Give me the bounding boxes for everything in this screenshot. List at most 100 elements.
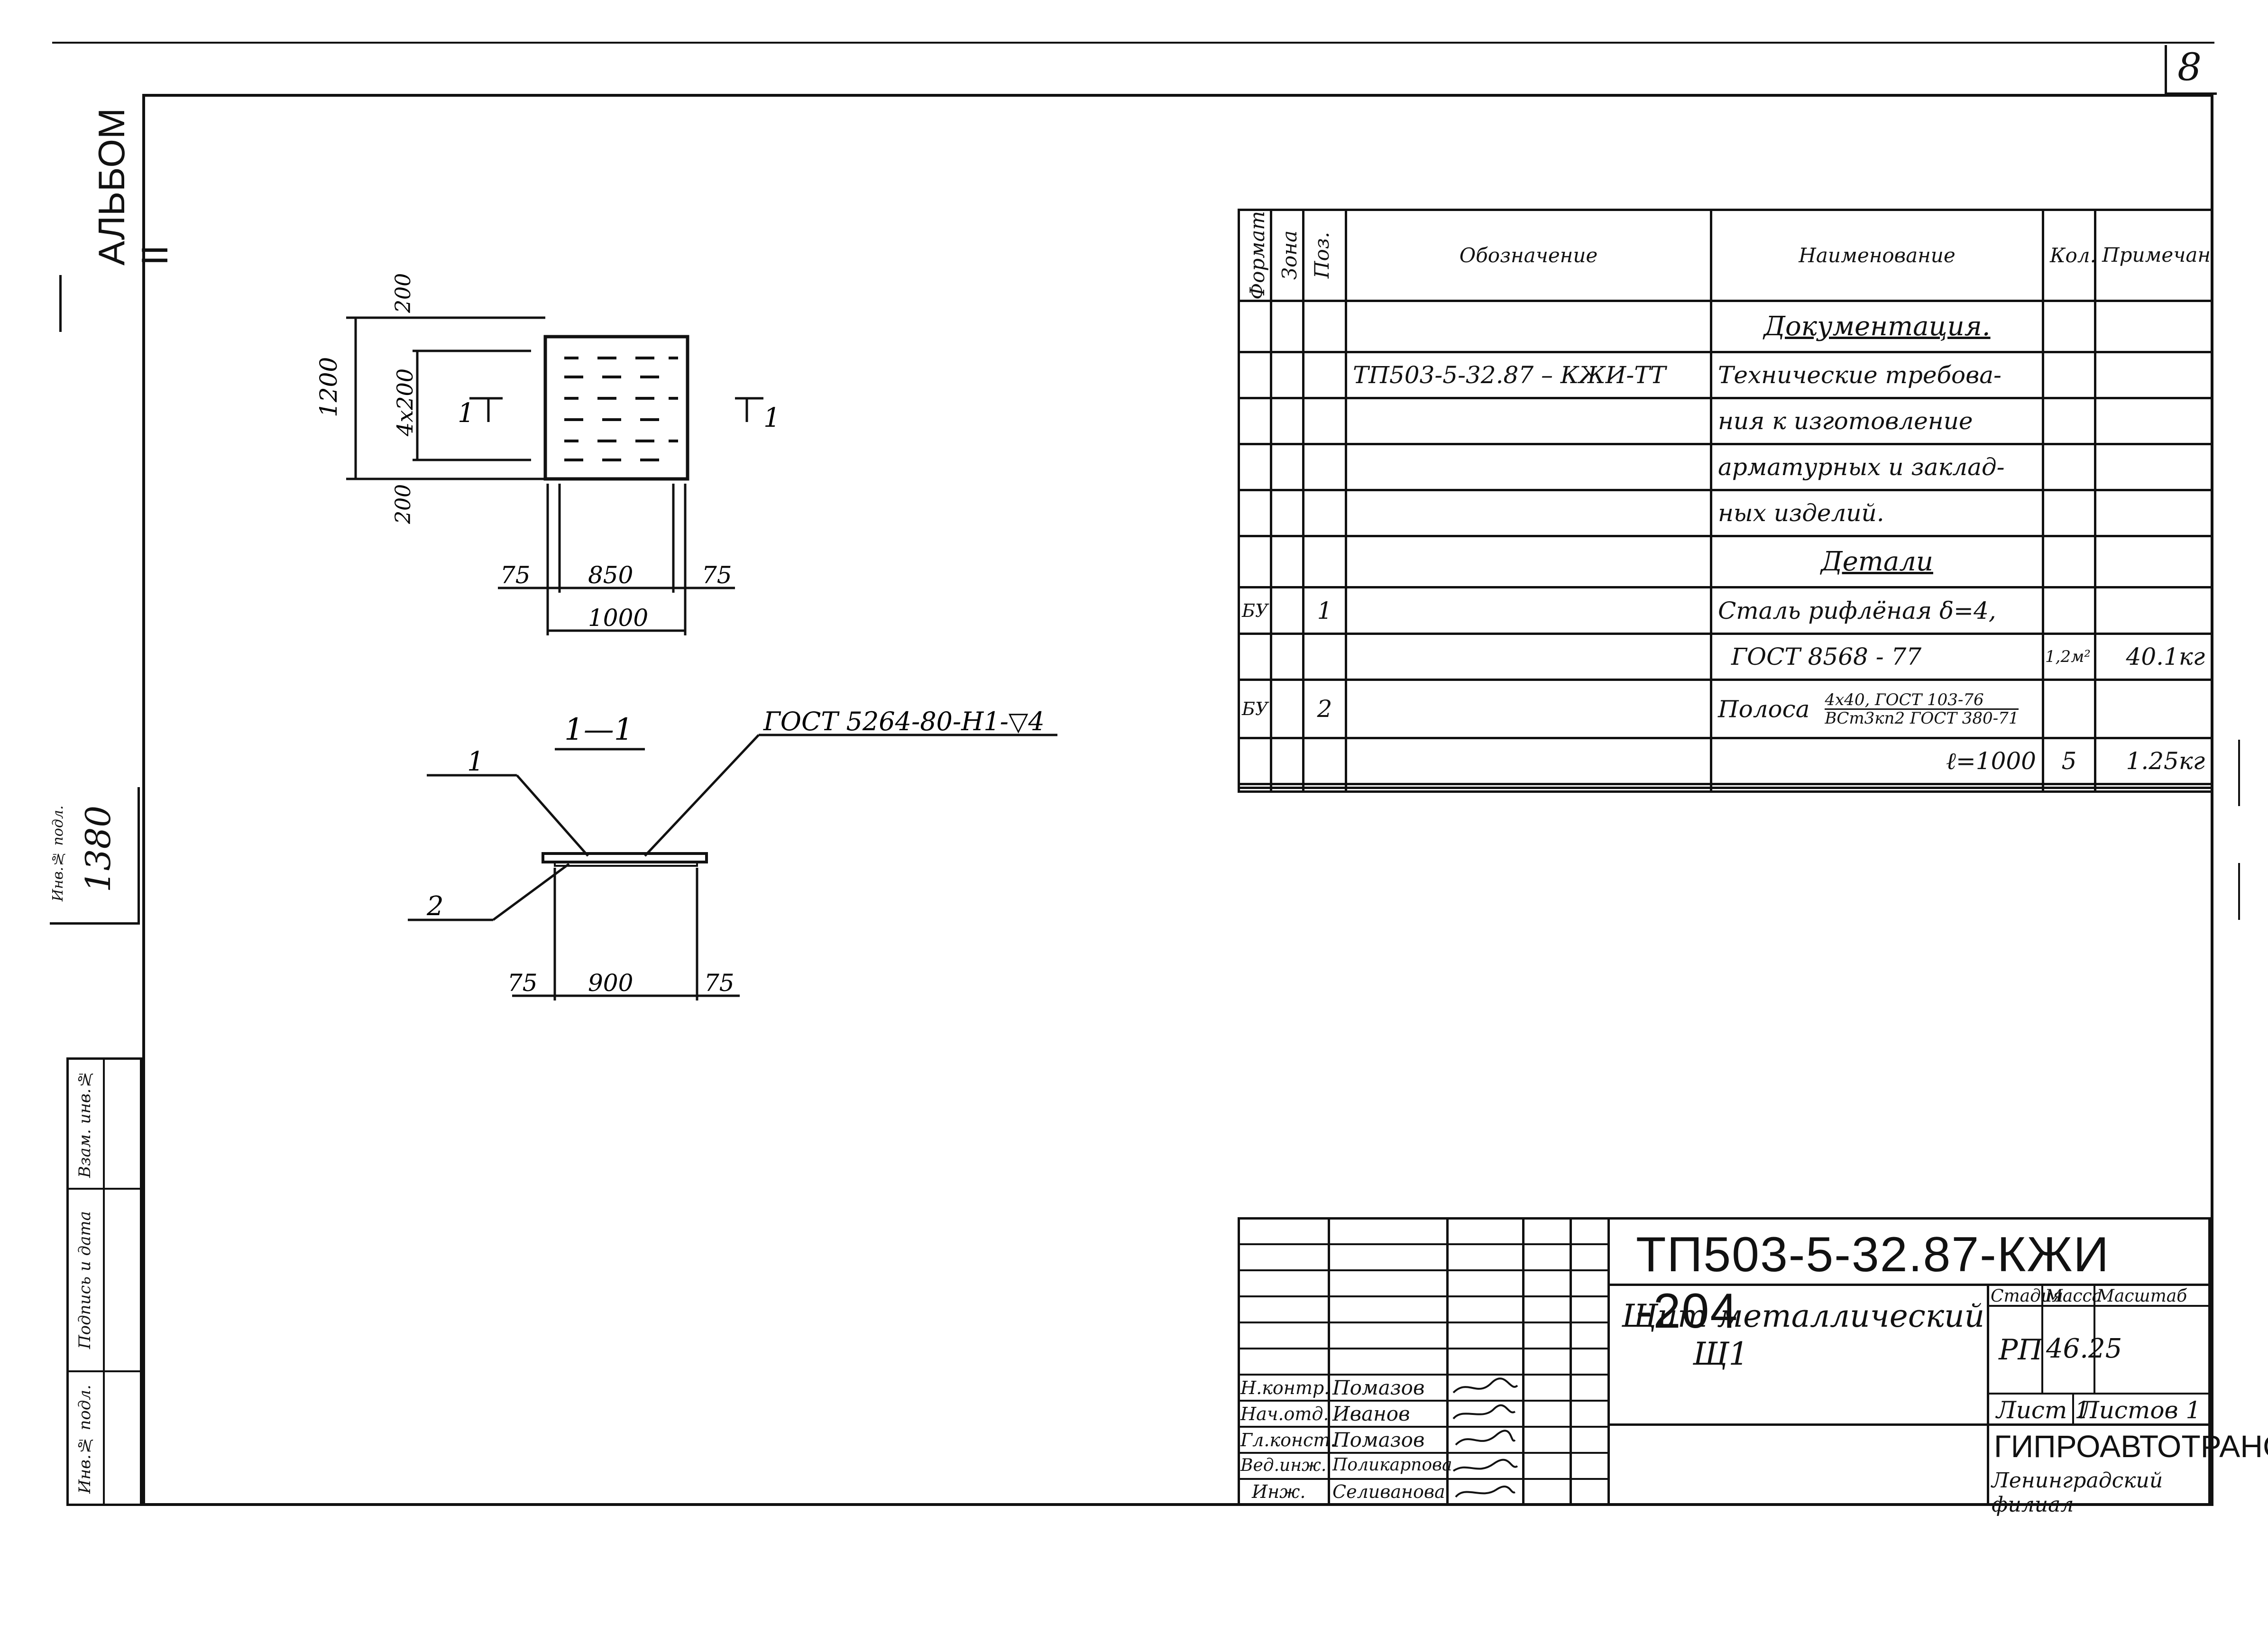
- item2-name-cell: Полоса 4х40, ГОСТ 103-76 ВСт3кп2 ГОСТ 38…: [1710, 678, 2044, 740]
- specification-table: Формат Зона Поз. Обозначение Наименовани…: [1238, 209, 2213, 793]
- title-block-outer: [1238, 1217, 2211, 1506]
- dim-width-mid: 850: [588, 561, 633, 589]
- stage-value: РП: [1999, 1333, 2043, 1367]
- table-row: Документация.: [1238, 299, 2213, 353]
- header-format: Формат: [1238, 209, 1272, 302]
- role-1: Н.контр.: [1240, 1377, 1330, 1398]
- stamp-col-line: [103, 1060, 105, 1504]
- section-mark-right: 1: [763, 403, 780, 433]
- dim-width-right: 75: [702, 561, 732, 589]
- inventory-label-bottom: Инв.№ подл.: [75, 1385, 94, 1494]
- spec-header-row: Формат Зона Поз. Обозначение Наименовани…: [1238, 209, 2213, 302]
- doc-name-line2: ния к изготовление: [1710, 396, 2044, 446]
- item2-qty: 5: [2042, 737, 2096, 786]
- bottom-margin-stamp: Взам. инв.№ Подпись и дата Инв.№ подл.: [66, 1057, 142, 1506]
- section-dim-right: 75: [704, 969, 735, 997]
- item1-mass: 40.1кг: [2094, 632, 2213, 681]
- item2-name: Полоса: [1718, 695, 1810, 723]
- name-5: Селиванова: [1332, 1481, 1445, 1502]
- item2-profile: 4х40, ГОСТ 103-76: [1825, 691, 2019, 710]
- drawing-frame: [142, 94, 2213, 1506]
- strip-section: [554, 861, 698, 867]
- role-2: Нач.отд.: [1240, 1404, 1329, 1424]
- section-mark-left: 1: [458, 398, 475, 429]
- plate-section: [542, 852, 708, 863]
- section-dim-mid: 900: [588, 969, 633, 997]
- header-name: Наименование: [1710, 209, 2044, 302]
- mass-value: 46.25: [2046, 1333, 2122, 1364]
- drawing-title-line1: Щит металлический: [1622, 1298, 1985, 1334]
- header-designation: Обозначение: [1345, 209, 1712, 302]
- header-pos: Поз.: [1302, 209, 1347, 302]
- album-label: АЛЬБОМ II: [91, 108, 175, 266]
- dim-height-mid: 4x200: [392, 368, 418, 437]
- item1-standard: ГОСТ 8568 - 77: [1710, 632, 2044, 681]
- document-code: ТП503-5-32.87-КЖИ -204: [1636, 1227, 2110, 1339]
- scale-label: Масштаб: [2097, 1286, 2187, 1306]
- table-row: ТП503-5-32.87 – КЖИ-ТТ Технические требо…: [1238, 350, 2213, 399]
- item2-material: ВСт3кп2 ГОСТ 380-71: [1825, 708, 2019, 728]
- drawing-area: 1200 200 4x200 200 1 1 75 850 75 1000 1—…: [315, 273, 1057, 1000]
- sheet-number-box: 8: [2165, 45, 2217, 95]
- table-row: [1238, 783, 2213, 789]
- stamp-row-line: [69, 1370, 140, 1372]
- table-row: арматурных и заклад-: [1238, 443, 2213, 492]
- inventory-stamp: Инв.№ подл. 1380: [50, 787, 140, 925]
- dim-height-top: 200: [391, 273, 415, 313]
- sign-date-label: Подпись и дата: [75, 1211, 94, 1349]
- row-pos: 1: [1302, 586, 1347, 635]
- row-format: БУ: [1238, 586, 1272, 635]
- item2-length: ℓ=1000: [1710, 737, 2044, 786]
- table-row: ГОСТ 8568 - 77 1,2м² 40.1кг: [1238, 632, 2213, 681]
- dim-height-total: 1200: [315, 357, 342, 417]
- table-row: Детали: [1238, 535, 2213, 589]
- replace-label: Взам. инв.№: [75, 1069, 94, 1178]
- name-2: Иванов: [1332, 1402, 1410, 1425]
- table-row: [1238, 787, 2213, 793]
- header-zone: Зона: [1270, 209, 1304, 302]
- name-4: Поликарпова: [1332, 1455, 1452, 1475]
- album-divider: [59, 275, 62, 332]
- section-documentation: Документация.: [1710, 299, 2044, 353]
- table-row: БУ 1 Сталь рифлёная δ=4,: [1238, 586, 2213, 635]
- sheet-number: 8: [2177, 45, 2202, 89]
- stamp-row-line: [69, 1188, 140, 1190]
- item1-qty: 1,2м²: [2042, 632, 2096, 681]
- organization-name: ГИПРОАВТОТРАНС: [1994, 1429, 2268, 1464]
- sheets-label: Листов 1: [2079, 1396, 2201, 1424]
- name-3: Помазов: [1332, 1428, 1425, 1451]
- dim-height-bottom: 200: [391, 484, 415, 524]
- role-5: Инж.: [1252, 1481, 1306, 1502]
- section-dim-left: 75: [507, 969, 538, 997]
- sheet-label: Лист 1: [1996, 1396, 2090, 1424]
- doc-name-line4: ных изделий.: [1710, 489, 2044, 538]
- table-row: ℓ=1000 5 1.25кг: [1238, 737, 2213, 786]
- item1-name: Сталь рифлёная δ=4,: [1710, 586, 2044, 635]
- table-row: ных изделий.: [1238, 489, 2213, 538]
- item2-mass: 1.25кг: [2094, 737, 2213, 786]
- section-title: 1—1: [564, 712, 633, 747]
- inventory-value: 1380: [78, 805, 118, 892]
- top-border-line: [52, 42, 2214, 44]
- section-pos-2: 2: [426, 891, 444, 922]
- table-row: БУ 2 Полоса 4х40, ГОСТ 103-76 ВСт3кп2 ГО…: [1238, 678, 2213, 740]
- doc-name-line3: арматурных и заклад-: [1710, 443, 2044, 492]
- right-margin-mark: [2238, 863, 2240, 920]
- drawing-title-line2: Щ1: [1693, 1336, 1749, 1372]
- mass-label: Масса: [2045, 1286, 2103, 1306]
- right-margin-mark: [2238, 740, 2240, 806]
- header-note: Примечание.: [2094, 209, 2213, 302]
- signatures: [1452, 1377, 1518, 1498]
- role-4: Вед.инж.: [1240, 1456, 1327, 1475]
- plate-plan: [543, 335, 689, 481]
- dim-width-left: 75: [500, 561, 531, 589]
- role-3: Гл.конст.: [1240, 1430, 1336, 1450]
- row-pos: 2: [1302, 678, 1347, 740]
- header-qty: Кол.: [2042, 209, 2096, 302]
- row-format: БУ: [1238, 678, 1272, 740]
- organization-branch: Ленинградский филиал: [1992, 1468, 2163, 1517]
- inventory-label: Инв.№ подл.: [50, 805, 66, 902]
- name-1: Помазов: [1332, 1376, 1425, 1399]
- weld-note: ГОСТ 5264-80-Н1-▽4: [763, 707, 1045, 736]
- section-pos-1: 1: [467, 746, 484, 777]
